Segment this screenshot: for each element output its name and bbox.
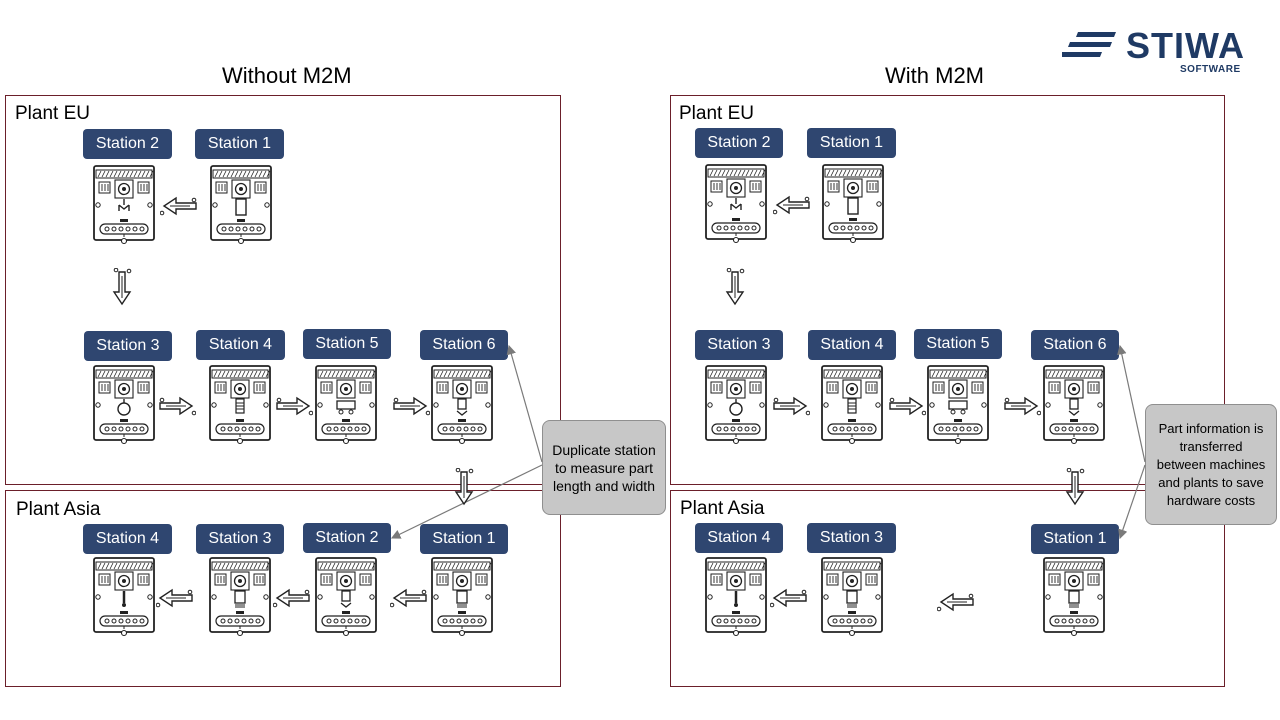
signal-arrow-icon xyxy=(160,196,197,216)
signal-arrow-icon xyxy=(393,396,430,416)
left-eu-station-label: Station 5 xyxy=(303,329,391,359)
left-plant-eu-label: Plant EU xyxy=(15,103,90,124)
machine-station-icon xyxy=(705,365,767,445)
machine-station-icon xyxy=(822,164,884,244)
left-plant-asia-box xyxy=(5,490,561,687)
signal-arrow-icon xyxy=(889,396,926,416)
signal-arrow-icon xyxy=(725,268,745,306)
signal-arrow-icon xyxy=(773,195,810,215)
machine-station-icon xyxy=(1043,557,1105,637)
callout-duplicate-station: Duplicate station to measure part length… xyxy=(542,420,666,515)
left-plant-eu-box xyxy=(5,95,561,485)
connector-to-left-asia-station-2 xyxy=(390,464,543,539)
left-asia-station-label: Station 2 xyxy=(303,523,391,553)
right-plant-asia-box xyxy=(670,490,1225,687)
machine-station-icon xyxy=(705,557,767,637)
signal-arrow-icon xyxy=(390,588,427,608)
signal-arrow-icon xyxy=(112,268,132,306)
connector-to-left-eu-station-6 xyxy=(506,344,543,463)
left-asia-station-label: Station 1 xyxy=(420,524,508,554)
left-asia-station-label: Station 3 xyxy=(196,524,284,554)
machine-station-icon xyxy=(821,365,883,445)
callout-part-information-text: Part information is transferred between … xyxy=(1156,420,1266,508)
machine-station-icon xyxy=(93,165,155,245)
right-asia-station-label: Station 1 xyxy=(1031,524,1119,554)
right-eu-station-label: Station 4 xyxy=(808,330,896,360)
signal-arrow-icon xyxy=(937,592,974,612)
machine-station-icon xyxy=(705,164,767,244)
machine-station-icon xyxy=(315,557,377,637)
right-eu-station-label: Station 2 xyxy=(695,128,783,158)
left-eu-station-label: Station 1 xyxy=(195,129,284,159)
right-eu-station-label: Station 5 xyxy=(914,329,1002,359)
machine-station-icon xyxy=(209,557,271,637)
left-plant-asia-label: Plant Asia xyxy=(16,499,101,520)
stiwa-logo: STIWA SOFTWARE xyxy=(1062,28,1262,78)
right-plant-asia-label: Plant Asia xyxy=(680,498,765,519)
signal-arrow-icon xyxy=(1004,396,1041,416)
signal-arrow-icon xyxy=(1065,468,1085,506)
machine-station-icon xyxy=(927,365,989,445)
left-eu-station-label: Station 6 xyxy=(420,330,508,360)
machine-station-icon xyxy=(821,557,883,637)
right-eu-station-label: Station 3 xyxy=(695,330,783,360)
connector-to-right-eu-station-6 xyxy=(1117,344,1146,463)
machine-station-icon xyxy=(93,557,155,637)
signal-arrow-icon xyxy=(276,396,313,416)
machine-station-icon xyxy=(315,365,377,445)
machine-station-icon xyxy=(210,165,272,245)
callout-duplicate-station-text: Duplicate station to measure part length… xyxy=(552,441,656,494)
signal-arrow-icon xyxy=(159,396,196,416)
right-asia-station-label: Station 4 xyxy=(695,523,783,553)
machine-station-icon xyxy=(1043,365,1105,445)
signal-arrow-icon xyxy=(273,588,310,608)
signal-arrow-icon xyxy=(156,588,193,608)
right-plant-eu-box xyxy=(670,95,1225,485)
right-plant-eu-label: Plant EU xyxy=(679,103,754,124)
title-with-m2m: With M2M xyxy=(885,63,984,88)
title-without-m2m: Without M2M xyxy=(222,63,352,88)
machine-station-icon xyxy=(209,365,271,445)
signal-arrow-icon xyxy=(770,588,807,608)
signal-arrow-icon xyxy=(773,396,810,416)
logo-wordmark: STIWA xyxy=(1126,25,1245,66)
left-eu-station-label: Station 4 xyxy=(196,330,285,360)
stiwa-logo-mark-icon xyxy=(1062,32,1116,57)
left-asia-station-label: Station 4 xyxy=(83,524,172,554)
right-eu-station-label: Station 6 xyxy=(1031,330,1119,360)
left-eu-station-label: Station 3 xyxy=(84,331,172,361)
right-asia-station-label: Station 3 xyxy=(807,523,896,553)
machine-station-icon xyxy=(93,365,155,445)
left-eu-station-label: Station 2 xyxy=(83,129,172,159)
machine-station-icon xyxy=(431,365,493,445)
callout-part-information: Part information is transferred between … xyxy=(1145,404,1277,525)
logo-subtext: SOFTWARE xyxy=(1180,64,1241,75)
connector-to-right-asia-station-1 xyxy=(1118,464,1146,540)
machine-station-icon xyxy=(431,557,493,637)
right-eu-station-label: Station 1 xyxy=(807,128,896,158)
signal-arrow-icon xyxy=(454,468,474,506)
